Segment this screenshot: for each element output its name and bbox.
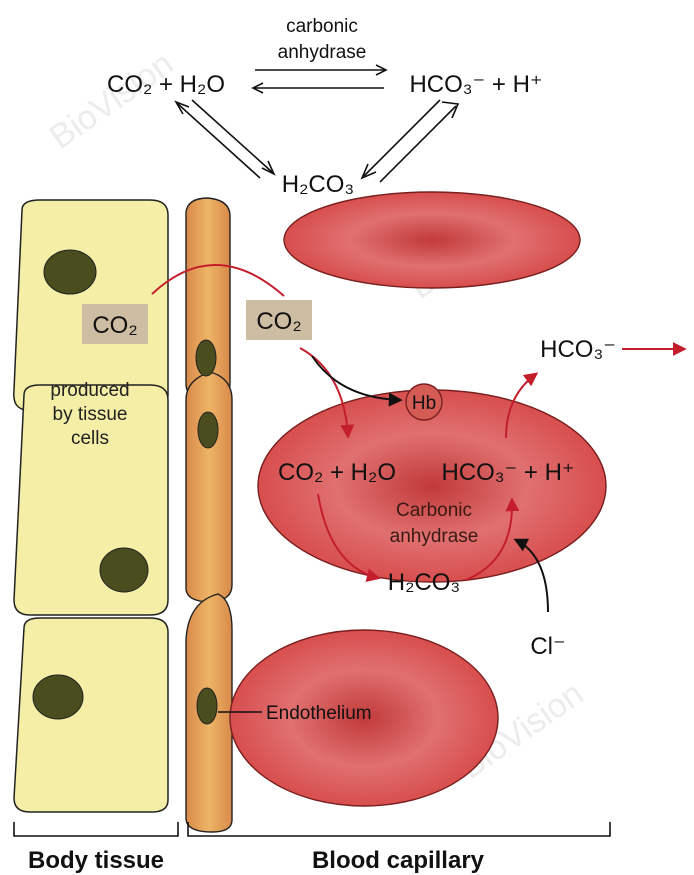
red-blood-cells: Hb CO₂ + H₂O HCO₃⁻ + H⁺ Carbonic anhydra… — [229, 191, 607, 807]
endothelium-label: Endothelium — [266, 703, 372, 724]
endothelial-nucleus-icon — [197, 411, 219, 449]
tissue-co2-box — [82, 304, 148, 344]
rbc-enzyme-line1: Carbonic — [396, 500, 472, 521]
watermark-text: BioVision — [43, 44, 180, 156]
blood-capillary-label: Blood capillary — [312, 847, 485, 874]
flow-arrows — [151, 264, 687, 713]
rbc-reaction-right: HCO₃⁻ + H⁺ — [441, 459, 574, 486]
top-equation: carbonic anhydrase CO₂ + H₂O HCO₃⁻ + H⁺ … — [107, 16, 543, 198]
rbc-bottom — [229, 629, 499, 807]
produced-line1: produced — [50, 380, 129, 401]
hb-label: Hb — [412, 393, 436, 414]
co2-diffusion-arrow-icon — [151, 264, 285, 297]
hemoglobin-icon — [405, 383, 443, 421]
capillary-co2-box — [246, 300, 312, 340]
top-equation-right: HCO₃⁻ + H⁺ — [409, 71, 542, 98]
nucleus-icon — [32, 674, 84, 720]
produced-line3: cells — [71, 428, 109, 449]
co2-into-rbc-arrow-icon — [299, 347, 355, 439]
nucleus-icon — [43, 249, 97, 295]
dissociation-arrow-icon — [465, 497, 520, 581]
tissue-cells: CO₂ produced by tissue cells — [13, 199, 169, 813]
co2-to-hb-arrow-icon — [311, 355, 403, 407]
top-equation-left: CO₂ + H₂O — [107, 71, 225, 98]
chloride-label: Cl⁻ — [530, 633, 565, 660]
body-tissue-label: Body tissue — [28, 847, 164, 874]
endothelial-nucleus-icon — [196, 687, 218, 725]
tissue-co2-label: CO₂ — [92, 312, 137, 339]
produced-line2: by tissue — [53, 404, 128, 425]
chloride-shift-arrow-icon — [513, 538, 549, 613]
rbc-reaction-left: CO₂ + H₂O — [278, 459, 396, 486]
tissue-cell-3 — [13, 617, 169, 813]
hydration-arrow-icon — [317, 493, 381, 583]
endothelial-nucleus-icon — [195, 339, 217, 377]
bottom-brackets — [13, 822, 611, 837]
rbc-top — [283, 191, 581, 289]
top-enzyme-line1: carbonic — [286, 16, 358, 37]
bicarbonate-out-label: HCO₃⁻ — [540, 336, 616, 363]
nucleus-icon — [99, 547, 149, 593]
endothelium: CO₂ — [185, 197, 312, 833]
diagonal-arrows-icon — [174, 99, 460, 183]
rbc-enzyme-line2: anhydrase — [390, 526, 479, 547]
blood-capillary-bracket — [187, 822, 611, 837]
capillary-co2-label: CO₂ — [256, 308, 301, 335]
endothelial-cell-2 — [185, 371, 233, 603]
top-enzyme-line2: anhydrase — [278, 42, 367, 63]
top-equation-carbonic-acid: H₂CO₃ — [282, 171, 354, 198]
rbc-carbonic-acid: H₂CO₃ — [388, 569, 460, 596]
equilibrium-arrows-icon — [251, 64, 388, 94]
body-tissue-bracket — [13, 822, 179, 837]
bicarbonate-exit-arrow-icon — [505, 372, 539, 439]
